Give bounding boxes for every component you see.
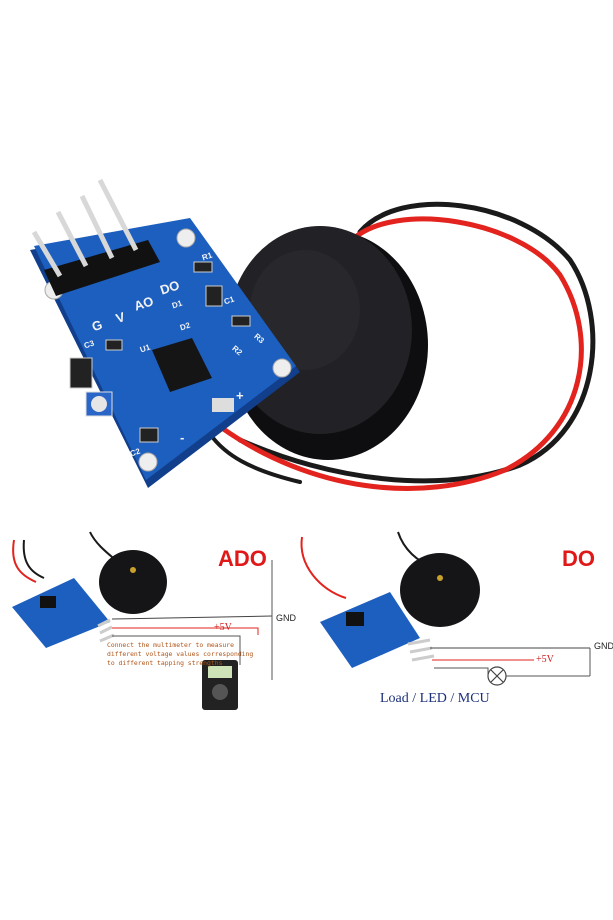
multimeter-icon [202,660,238,710]
pcb-small-right [320,592,420,668]
note-line-1: Connect the multimeter to measure [107,641,234,649]
v5-label-right: +5V [536,654,554,665]
note-line-3: to different tapping strengths [107,659,223,667]
sensor-wires [208,201,596,491]
pcb-board [30,178,300,488]
gnd-label-right: GND [594,641,613,651]
piezo-disc-small-right [400,553,480,627]
ic-chip [152,338,212,392]
ado-title: ADO [218,546,267,571]
piezo-disc-small [99,550,167,614]
do-title: DO [562,546,595,571]
load-label: Load / LED / MCU [380,691,490,706]
gnd-label-left: GND [276,613,296,623]
lamp-icon [487,666,507,686]
label-plus: + [236,388,244,403]
pcb-small [12,578,110,648]
note-line-2: different voltage values corresponding [107,650,254,658]
label-minus: - [180,430,185,445]
multimeter-note: Connect the multimeter to measure differ… [107,641,307,668]
v5-label-left: +5V [214,622,232,633]
do-diagram [300,531,591,686]
ado-diagram [12,531,273,710]
